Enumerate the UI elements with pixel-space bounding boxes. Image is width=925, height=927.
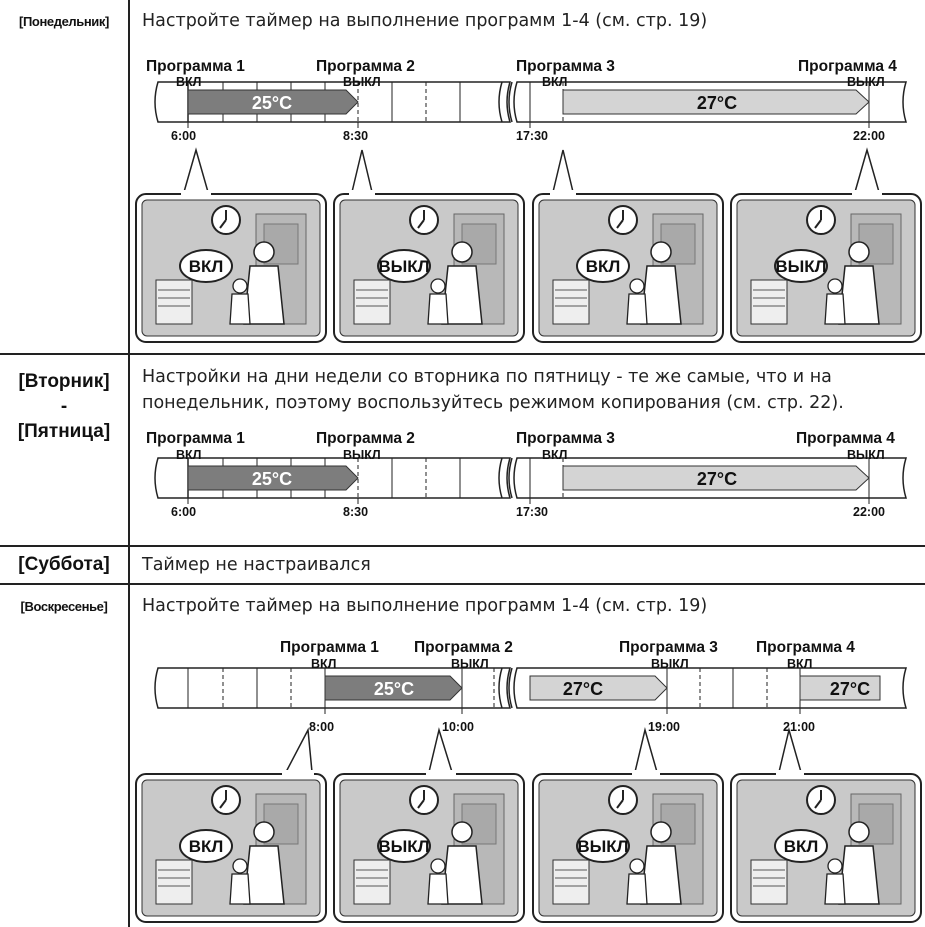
program-state: ВКЛ [787,657,812,671]
description-sunday: Настройте таймер на выполнение программ … [142,596,708,616]
scene-sunday-4: ВКЛ [730,727,922,923]
day-label-sunday: [Воскресенье] [20,599,108,614]
time-label: 21:00 [783,720,815,734]
day-label-saturday: [Суббота] [18,554,110,575]
program-label: Программа 4 [756,639,855,656]
time-label: 22:00 [853,505,885,519]
program-label: Программа 1 [146,58,245,75]
program-state: ВЫКЛ [343,448,381,462]
scene-monday-2: ВЫКЛ [333,149,525,343]
description-tue-fri-line1: Настройки на дни недели со вторника по п… [142,367,832,387]
time-label: 19:00 [648,720,680,734]
scene-monday-4: ВЫКЛ [730,147,922,343]
program-state: ВЫКЛ [847,448,885,462]
scene-sunday-1: ВКЛ [135,727,327,923]
timeline-tue-fri: 25°C 27°C Программа 1 ВКЛ Программа 2 ВЫ… [146,430,908,519]
scene-label: ВЫКЛ [378,837,429,856]
time-label: 6:00 [171,129,196,143]
program-state: ВЫКЛ [451,657,489,671]
scene-sunday-2: ВЫКЛ [333,727,525,923]
time-label: 17:30 [516,129,548,143]
row-divider [0,545,925,547]
description-saturday: Таймер не настраивался [142,555,371,575]
temp-label: 27°C [697,93,737,113]
program-state: ВКЛ [176,75,201,89]
day-label-friday: [Пятница] [17,421,111,442]
day-label-tuesday: [Вторник] [18,371,110,392]
scene-label: ВКЛ [586,257,621,276]
scene-label: ВЫКЛ [378,257,429,276]
row-divider [0,353,925,355]
program-state: ВКЛ [176,448,201,462]
scene-monday-1: ВКЛ [135,147,327,343]
day-label-dash: - [60,396,68,417]
scene-label: ВКЛ [189,257,224,276]
program-label: Программа 2 [316,58,415,75]
program-label: Программа 3 [619,639,718,656]
row-divider [0,583,925,585]
timeline-sunday: 25°C 27°C 27°C Программа 1 ВКЛ Программа… [154,639,908,734]
program-label: Программа 3 [516,58,615,75]
time-label: 6:00 [171,505,196,519]
program-state: ВКЛ [311,657,336,671]
temp-label: 25°C [374,679,414,699]
day-label-monday: [Понедельник] [19,14,109,29]
program-label: Программа 1 [280,639,379,656]
scene-monday-3: ВКЛ [532,149,724,343]
temp-label: 25°C [252,469,292,489]
program-label: Программа 1 [146,430,245,447]
scene-label: ВКЛ [784,837,819,856]
temp-label: 25°C [252,93,292,113]
temp-label: 27°C [697,469,737,489]
description-tue-fri-line2: понедельник, поэтому воспользуйтесь режи… [142,393,844,413]
program-state: ВЫКЛ [343,75,381,89]
time-label: 8:00 [309,720,334,734]
program-state: ВКЛ [542,75,567,89]
program-label: Программа 4 [796,430,895,447]
time-label: 8:30 [343,129,368,143]
timeline-monday: 25°C 27°C Программа 1 ВКЛ Программа 2 ВЫ… [146,58,908,143]
program-label: Программа 3 [516,430,615,447]
scene-label: ВКЛ [189,837,224,856]
program-label: Программа 2 [316,430,415,447]
temp-label: 27°C [563,679,603,699]
program-state: ВЫКЛ [651,657,689,671]
time-label: 22:00 [853,129,885,143]
program-state: ВКЛ [542,448,567,462]
time-label: 10:00 [442,720,474,734]
program-state: ВЫКЛ [847,75,885,89]
scene-sunday-3: ВЫКЛ [532,727,724,923]
time-label: 17:30 [516,505,548,519]
column-divider [128,0,130,927]
scene-label: ВЫКЛ [775,257,826,276]
scene-label: ВЫКЛ [577,837,628,856]
time-label: 8:30 [343,505,368,519]
temp-label: 27°C [830,679,870,699]
program-label: Программа 4 [798,58,897,75]
description-monday: Настройте таймер на выполнение программ … [142,11,708,31]
program-label: Программа 2 [414,639,513,656]
